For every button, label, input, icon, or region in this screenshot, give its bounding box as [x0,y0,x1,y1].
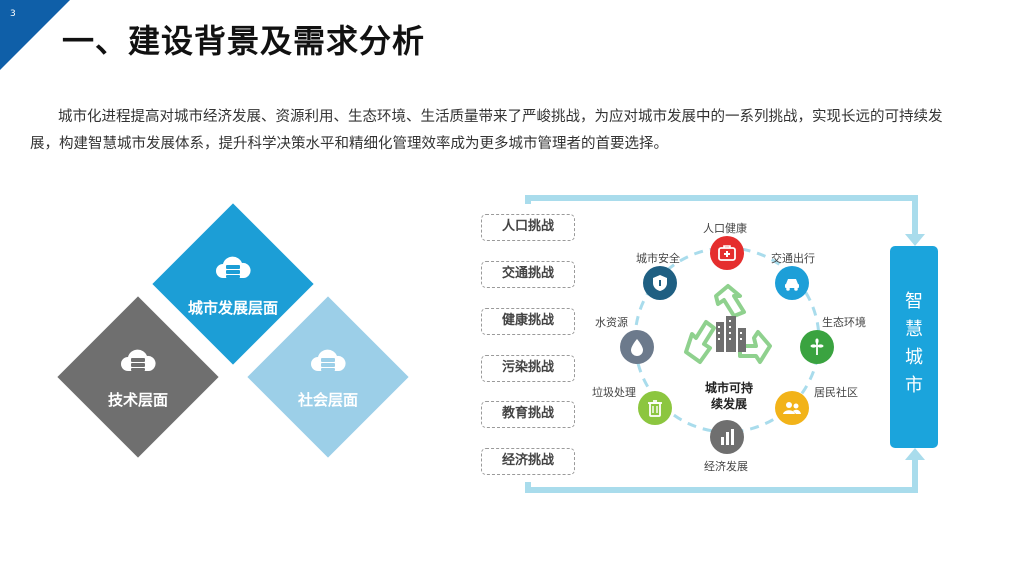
cloud-server-icon [311,349,346,371]
shield-icon [653,275,667,291]
node-ecology [800,330,834,364]
challenge-education: 教育挑战 [481,401,575,428]
layer-label-city-development: 城市发展层面 [187,299,278,317]
challenge-traffic: 交通挑战 [481,261,575,288]
people-icon [783,402,801,414]
intro-paragraph: 城市化进程提高对城市经济发展、资源利用、生态环境、生活质量带来了严峻挑战，为应对… [30,109,943,152]
recycle-icon [684,284,772,364]
chart-icon [721,429,734,445]
layer-label-technology: 技术层面 [107,391,168,409]
challenge-population: 人口挑战 [481,214,575,241]
slide-number: 3 [10,9,16,19]
node-transport [775,266,809,300]
node-label: 交通出行 [771,252,815,265]
node-waste [638,391,672,425]
smart-city-char: 城 [905,347,923,368]
trash-icon [648,400,662,417]
node-label: 垃圾处理 [592,386,636,399]
layer-label-society: 社会层面 [297,391,358,409]
center-label-line: 城市可持 [704,381,753,395]
node-water [620,330,654,364]
center-label: 城市可持 续发展 [696,380,762,412]
node-label: 居民社区 [814,386,858,399]
node-label: 水资源 [595,316,628,329]
challenge-pollution: 污染挑战 [481,355,575,382]
node-city-safety [643,266,677,300]
smart-city-panel: 智 慧 城 市 [890,246,938,448]
smart-city-char: 慧 [905,319,923,340]
corner-triangle [0,0,70,70]
node-community [775,391,809,425]
water-drop-icon [631,339,643,356]
cloud-server-icon [216,256,251,278]
node-label: 人口健康 [703,222,747,235]
node-economy [710,420,744,454]
center-label-line: 续发展 [710,397,747,411]
node-label: 生态环境 [822,316,866,329]
plant-icon [810,338,824,355]
car-icon [785,279,799,291]
smart-city-char: 智 [905,291,923,312]
node-population-health [710,236,744,270]
challenge-health: 健康挑战 [481,308,575,335]
node-label: 经济发展 [704,460,748,473]
page-title: 一、建设背景及需求分析 [62,22,426,60]
cloud-server-icon [121,349,156,371]
node-label: 城市安全 [636,252,680,265]
challenge-economy: 经济挑战 [481,448,575,475]
smart-city-char: 市 [905,375,923,396]
medical-kit-icon [718,245,736,261]
